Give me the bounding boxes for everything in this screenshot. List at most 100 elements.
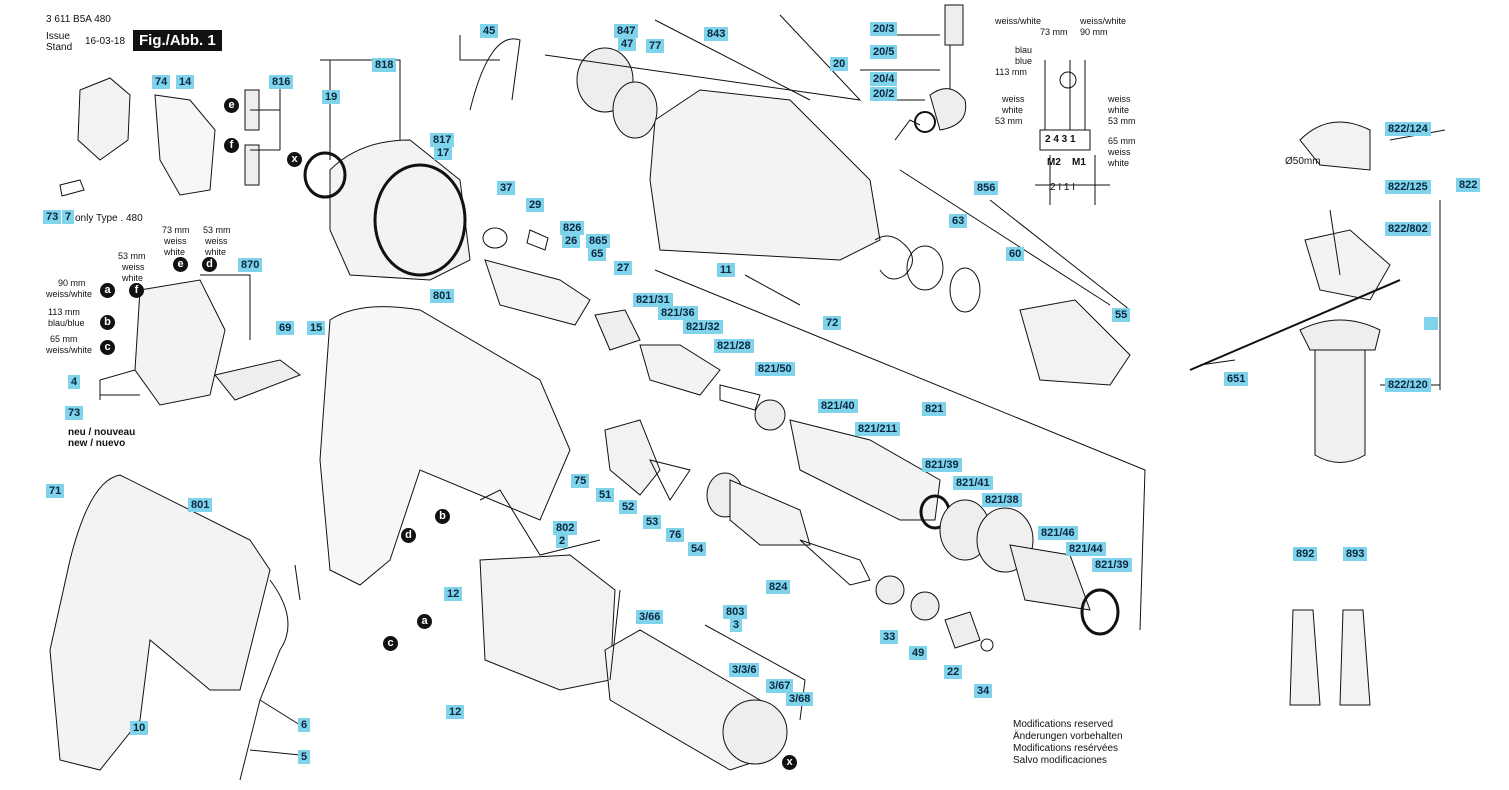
part-label: 821/211 <box>855 422 901 436</box>
part-label: 821/36 <box>658 306 698 320</box>
marker-e: e <box>224 98 239 113</box>
marker-c-2: c <box>383 636 398 651</box>
wire-90-length: 90 mm <box>58 278 86 288</box>
part-number: 3 611 B5A 480 <box>46 14 111 25</box>
modifications-en: Modifications reserved <box>1013 719 1114 730</box>
diameter-note: Ø50mm <box>1285 156 1321 167</box>
marker-e-2: e <box>173 257 188 272</box>
part-label: 71 <box>46 484 65 498</box>
part-label: 870 <box>238 258 263 272</box>
part-label: 822/120 <box>1385 378 1431 392</box>
part-label: 821/38 <box>982 493 1022 507</box>
motor-ww1-len: 73 mm <box>1040 27 1068 37</box>
motor-white-r2: white <box>1108 158 1130 168</box>
part-label: 14 <box>176 75 195 89</box>
part-label: 73 <box>43 210 62 224</box>
marker-c: c <box>100 340 115 355</box>
motor-bottom-terminals: 2 I 1 I <box>1050 182 1076 193</box>
motor-weiss-r2: weiss <box>1108 147 1131 157</box>
part-label: 817 <box>430 133 455 147</box>
part-label: 822/125 <box>1385 180 1431 194</box>
part-label: 60 <box>1006 247 1025 261</box>
wire-53-weiss: weiss <box>122 262 145 272</box>
part-label: 821/39 <box>1092 558 1132 572</box>
part-label: 2 <box>556 534 569 548</box>
part-label: 801 <box>430 289 455 303</box>
motor-53-l: 53 mm <box>995 116 1023 126</box>
part-label: 893 <box>1343 547 1368 561</box>
part-label: 17 <box>434 146 453 160</box>
motor-ww1: weiss/white <box>995 16 1042 26</box>
part-label: 53 <box>643 515 662 529</box>
wire-65-length: 65 mm <box>50 334 78 344</box>
marker-a: a <box>100 283 115 298</box>
part-label: 822 <box>1456 178 1481 192</box>
part-label: 45 <box>480 24 499 38</box>
part-label: 824 <box>766 580 791 594</box>
motor-ww2-len: 90 mm <box>1080 27 1108 37</box>
marker-x: x <box>287 152 302 167</box>
part-label: 52 <box>619 500 638 514</box>
part-label: 20/4 <box>870 72 898 86</box>
empty-label <box>1424 317 1438 330</box>
motor-blau: blau <box>1015 45 1033 55</box>
part-label: 818 <box>372 58 397 72</box>
part-label: 821/28 <box>714 339 754 353</box>
marker-f-2: f <box>129 283 144 298</box>
part-label: 892 <box>1293 547 1318 561</box>
motor-blue: blue <box>1015 56 1033 66</box>
part-label: 26 <box>562 234 581 248</box>
part-label: 821/32 <box>683 320 723 334</box>
part-label: 20/2 <box>870 87 898 101</box>
motor-white-l: white <box>1002 105 1024 115</box>
marker-b-2: b <box>435 509 450 524</box>
part-label: 51 <box>596 488 615 502</box>
part-label: 74 <box>152 75 171 89</box>
part-label: 865 <box>586 234 611 248</box>
part-label: 10 <box>130 721 149 735</box>
motor-53-r: 53 mm <box>1108 116 1136 126</box>
part-label: 803 <box>723 605 748 619</box>
figure-title: Fig./Abb. 1 <box>133 30 222 51</box>
part-label: 19 <box>322 90 341 104</box>
motor-weiss-r: weiss <box>1108 94 1131 104</box>
issue-date: 16-03-18 <box>85 36 126 47</box>
part-label: 816 <box>269 75 294 89</box>
wire-53-length: 53 mm <box>118 251 146 261</box>
part-label: 49 <box>909 646 928 660</box>
wire-53-white: white <box>122 273 144 283</box>
wire-73-white: white <box>164 247 186 257</box>
part-label: 821/46 <box>1038 526 1078 540</box>
part-label: 75 <box>571 474 590 488</box>
part-label: 37 <box>497 181 516 195</box>
part-label: 821/50 <box>755 362 795 376</box>
part-label: 3/66 <box>636 610 664 624</box>
part-label: 826 <box>560 221 585 235</box>
motor-terminals: 2 4 3 1 <box>1045 134 1076 145</box>
modifications-de: Änderungen vorbehalten <box>1013 731 1123 742</box>
part-label: 821/44 <box>1066 542 1106 556</box>
part-label: 821/41 <box>953 476 993 490</box>
part-label: 15 <box>307 321 326 335</box>
only-type-note: only Type . 480 <box>75 213 143 224</box>
part-label: 802 <box>553 521 578 535</box>
modifications-fr: Modifications resérvées <box>1013 743 1119 754</box>
part-label: 651 <box>1224 372 1249 386</box>
marker-d-2: d <box>401 528 416 543</box>
marker-d: d <box>202 257 217 272</box>
part-label: 34 <box>974 684 993 698</box>
new-note: neu / nouveau <box>68 427 136 438</box>
part-label: 843 <box>704 27 729 41</box>
wire-65-color: weiss/white <box>46 345 93 355</box>
part-label: 20/3 <box>870 22 898 36</box>
marker-b: b <box>100 315 115 330</box>
motor-m2: M2 <box>1047 157 1061 168</box>
wire-113-length: 113 mm <box>48 307 80 317</box>
part-label: 6 <box>298 718 311 732</box>
stand-label: Stand <box>46 42 73 53</box>
new-note-2: new / nuevo <box>68 438 126 449</box>
motor-m1: M1 <box>1072 157 1086 168</box>
marker-x-2: x <box>782 755 797 770</box>
wire-53b-white: white <box>205 247 227 257</box>
